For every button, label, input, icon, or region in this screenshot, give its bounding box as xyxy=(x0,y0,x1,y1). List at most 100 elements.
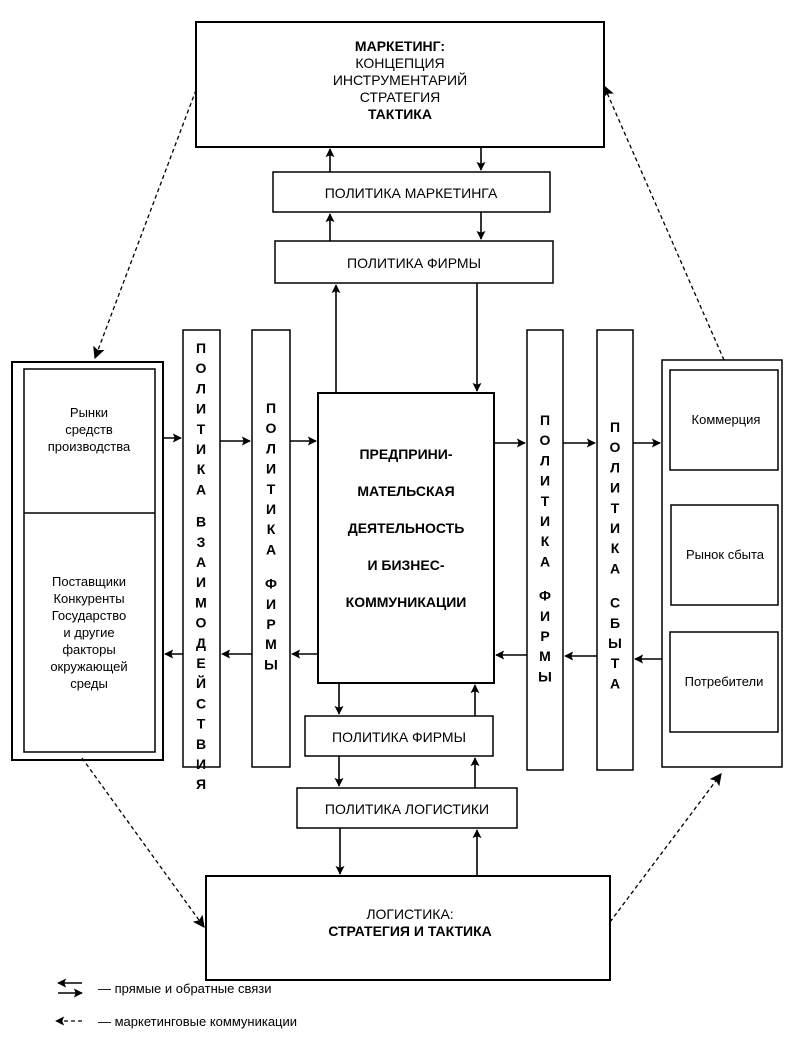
vertical-letter: Я xyxy=(196,776,206,792)
vertical-letter: О xyxy=(196,360,207,376)
vertical-letter: Р xyxy=(266,616,275,632)
center-box-line: ПРЕДПРИНИ- xyxy=(359,446,452,462)
marketing-policy-label: ПОЛИТИКА МАРКЕТИНГА xyxy=(325,185,498,201)
marketing-box-line: СТРАТЕГИЯ xyxy=(360,89,441,105)
vertical-letter: П xyxy=(610,419,620,435)
left-panel-bottom-line: Конкуренты xyxy=(53,591,124,606)
vertical-letter: Ы xyxy=(264,656,278,672)
legend: — прямые и обратные связи — маркетинговы… xyxy=(55,978,297,1029)
vertical-letter: А xyxy=(266,541,276,557)
vertical-letter: В xyxy=(196,736,206,752)
vertical-letter: Л xyxy=(610,459,620,475)
vertical-letter: И xyxy=(196,441,206,457)
vertical-letter: И xyxy=(540,513,550,529)
vertical-letter: З xyxy=(197,534,206,550)
left-panel-top-line: Рынки xyxy=(70,405,108,420)
legend-label: — прямые и обратные связи xyxy=(98,981,271,996)
vertical-letter: О xyxy=(610,439,621,455)
vertical-letter: В xyxy=(196,514,206,530)
vertical-letter: А xyxy=(610,675,620,691)
commerce-box xyxy=(669,369,779,471)
marketing-policy-box: ПОЛИТИКА МАРКЕТИНГА xyxy=(272,171,551,213)
vertical-letter: И xyxy=(540,608,550,624)
vertical-letter: П xyxy=(540,412,550,428)
firm-policy-bottom-label: ПОЛИТИКА ФИРМЫ xyxy=(332,729,466,745)
vertical-letter: Т xyxy=(267,481,276,497)
firm-policy-top-box: ПОЛИТИКА ФИРМЫ xyxy=(274,240,554,284)
left-panel-bottom-line: и другие xyxy=(63,625,114,640)
sales-market-label: Рынок сбыта xyxy=(686,547,765,562)
marketing-box: МАРКЕТИНГ: КОНЦЕПЦИЯ ИНСТРУМЕНТАРИЙ СТРА… xyxy=(195,21,605,148)
vertical-letter: Т xyxy=(197,716,206,732)
legend-item-feedback: — прямые и обратные связи xyxy=(57,978,271,998)
vertical-letter: И xyxy=(196,574,206,590)
vertical-letter: Р xyxy=(540,628,549,644)
center-box-line: ДЕЯТЕЛЬНОСТЬ xyxy=(348,520,465,536)
marketing-box-line: ИНСТРУМЕНТАРИЙ xyxy=(333,71,467,88)
vertical-letter: Е xyxy=(196,655,205,671)
vertical-letter: Б xyxy=(610,615,620,631)
vertical-letter: Т xyxy=(541,493,550,509)
firm-policy-bottom-box: ПОЛИТИКА ФИРМЫ xyxy=(304,715,494,757)
left-panel-top-line: средств xyxy=(65,422,113,437)
vertical-letter: А xyxy=(196,554,206,570)
vertical-letter: Л xyxy=(540,452,550,468)
center-box-line: КОММУНИКАЦИИ xyxy=(346,594,467,610)
vertical-letter: Л xyxy=(196,380,206,396)
left-panel-bottom-line: окружающей xyxy=(50,659,127,674)
vertical-letter: И xyxy=(196,401,206,417)
vertical-letter: И xyxy=(540,473,550,489)
vertical-letter: Т xyxy=(197,421,206,437)
vertical-letter: К xyxy=(611,540,620,556)
left-panel-bottom-line: Государство xyxy=(52,608,126,623)
vertical-letter: П xyxy=(266,400,276,416)
vertical-letter: К xyxy=(197,461,206,477)
right-panel: Коммерция Рынок сбыта Потребители xyxy=(661,359,783,768)
vertical-letter: К xyxy=(541,533,550,549)
dashed-arrow-marketing-to-left xyxy=(93,89,197,360)
firm-policy-top-label: ПОЛИТИКА ФИРМЫ xyxy=(347,255,481,271)
vertical-letter: П xyxy=(196,340,206,356)
sales-market-box xyxy=(670,504,779,606)
entrepreneurship-box: ПРЕДПРИНИ- МАТЕЛЬСКАЯ ДЕЯТЕЛЬНОСТЬ И БИЗ… xyxy=(317,392,495,684)
logistics-policy-box: ПОЛИТИКА ЛОГИСТИКИ xyxy=(296,787,518,829)
consumers-box xyxy=(669,631,779,733)
vertical-letter: Т xyxy=(611,500,620,516)
center-box-line: МАТЕЛЬСКАЯ xyxy=(357,483,454,499)
vertical-letter: И xyxy=(266,501,276,517)
vertical-letter: И xyxy=(196,756,206,772)
commerce-label: Коммерция xyxy=(692,412,761,427)
dashed-arrow-left-to-logistics xyxy=(81,757,205,928)
vertical-letter: О xyxy=(540,432,551,448)
dashed-arrow-right-to-marketing xyxy=(602,84,725,361)
left-panel: Рынки средств производства Поставщики Ко… xyxy=(11,361,164,761)
vertical-letter: Д xyxy=(196,635,206,651)
vertical-letter: С xyxy=(610,595,620,611)
vertical-letter: Т xyxy=(611,655,620,671)
center-box-line: И БИЗНЕС- xyxy=(367,557,444,573)
vertical-letter: М xyxy=(195,594,207,610)
vertical-letter: А xyxy=(610,560,620,576)
vertical-letter: А xyxy=(196,481,206,497)
vertical-letter: А xyxy=(540,553,550,569)
marketing-box-line: КОНЦЕПЦИЯ xyxy=(355,55,444,71)
left-panel-bottom-line: Поставщики xyxy=(52,574,126,589)
left-panel-top-line: производства xyxy=(48,439,131,454)
left-panel-bottom-line: среды xyxy=(70,676,108,691)
vertical-letter: М xyxy=(539,648,551,664)
legend-item-marketing-comm: — маркетинговые коммуникации xyxy=(55,1014,297,1029)
logistics-policy-label: ПОЛИТИКА ЛОГИСТИКИ xyxy=(325,801,489,817)
marketing-box-line: ТАКТИКА xyxy=(368,106,432,122)
vertical-letter: Ы xyxy=(538,668,552,684)
vertical-letter: И xyxy=(266,461,276,477)
vertical-letter: Ф xyxy=(265,576,277,592)
consumers-label: Потребители xyxy=(685,674,764,689)
vertical-letter: И xyxy=(610,480,620,496)
